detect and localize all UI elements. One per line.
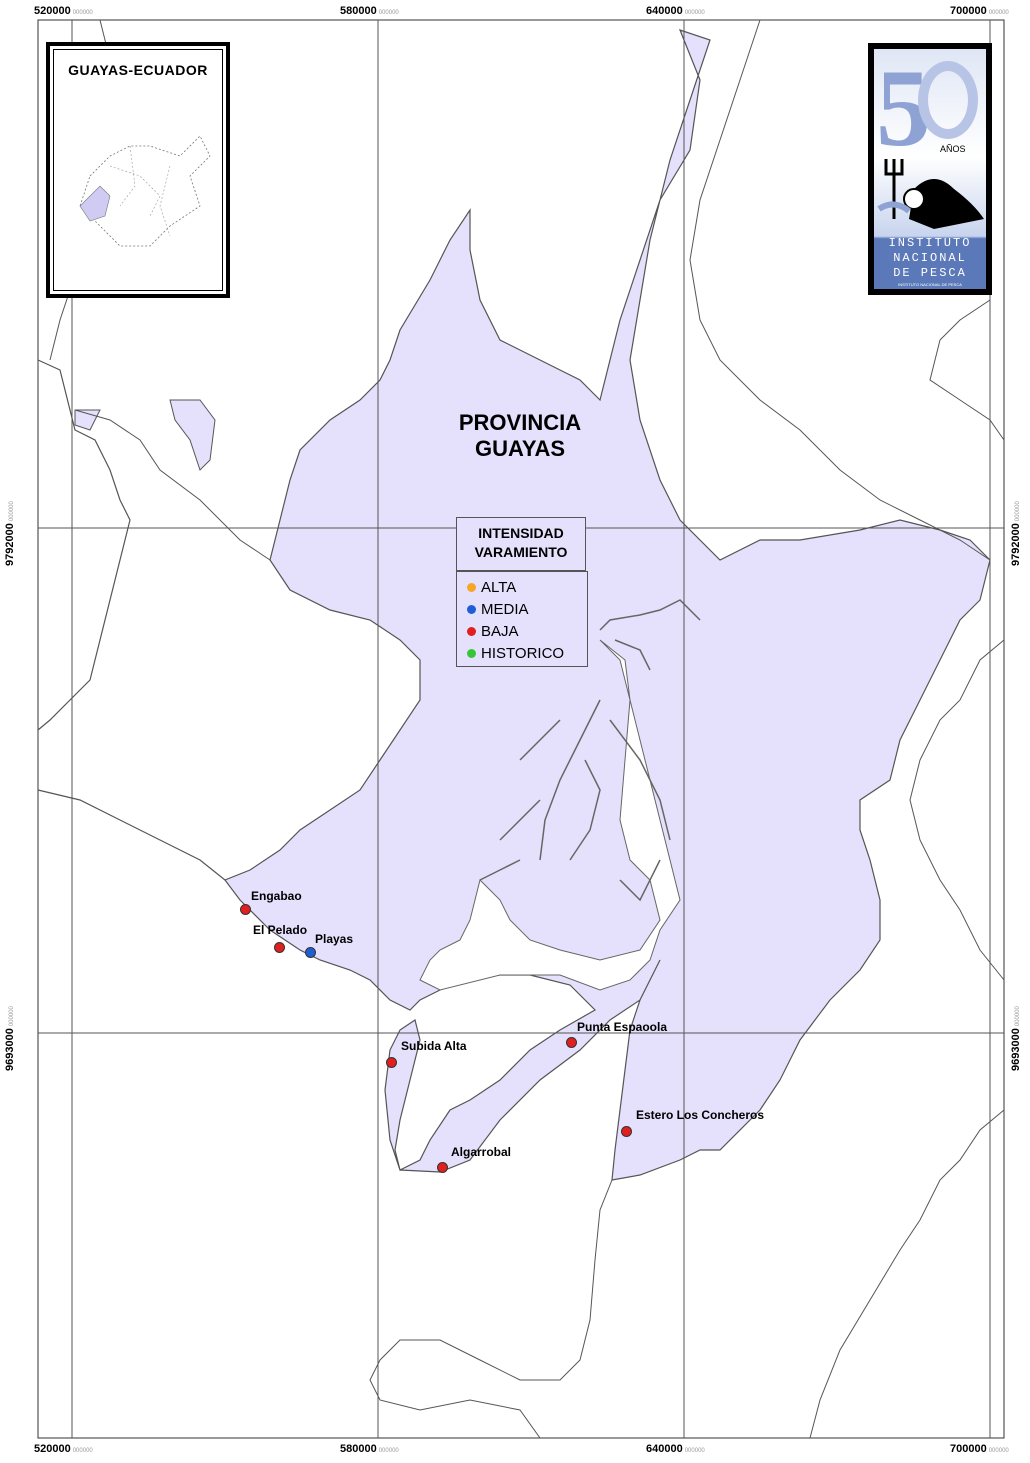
logo-line1: INSTITUTO: [888, 236, 972, 250]
institute-logo: 5 AÑOS INSTITUTO NACIONAL DE PESCA INSTI…: [868, 43, 992, 295]
legend-label-baja: BAJA: [481, 622, 519, 640]
coord-y-right-2: 9693000000000: [1010, 1006, 1022, 1071]
legend-label-media: MEDIA: [481, 600, 529, 618]
legend-dot-media: [467, 604, 476, 614]
site-label-subida-alta: Subida Alta: [401, 1039, 467, 1053]
logo-anos: AÑOS: [940, 144, 966, 154]
site-label-playas: Playas: [315, 932, 354, 946]
inset-map-shape: [79, 135, 211, 247]
site-marker-estero-los-concheros[interactable]: [621, 1126, 632, 1137]
legend-dot-historico: [467, 648, 476, 658]
map-title-line1: PROVINCIA: [458, 410, 582, 435]
site-marker-el-pelado[interactable]: [274, 942, 285, 953]
province-guayas-shape: [224, 29, 991, 1181]
inset-locator-map: GUAYAS-ECUADOR: [46, 42, 230, 298]
coord-y-right-1: 9792000000000: [1010, 501, 1022, 566]
legend-title: INTENSIDAD VARAMIENTO: [456, 517, 586, 571]
river-guayas: [599, 599, 701, 671]
legend-item-alta: ALTA: [467, 576, 587, 598]
site-label-algarrobal: Algarrobal: [451, 1145, 512, 1159]
site-label-el-pelado: El Pelado: [253, 923, 308, 937]
logo-zero-ring: [918, 61, 978, 139]
logo-caption: INSTITUTO NACIONAL DE PESCA: [898, 282, 962, 287]
estuary-channel: [419, 639, 681, 991]
map-title-line2: GUAYAS: [474, 436, 566, 461]
boundary-line-north-east: [689, 19, 991, 561]
inset-title: GUAYAS-ECUADOR: [68, 62, 208, 78]
site-label-engabao: Engabao: [251, 889, 302, 903]
map-title: PROVINCIA GUAYAS: [440, 410, 600, 462]
legend-label-historico: HISTORICO: [481, 644, 565, 662]
site-marker-subida-alta[interactable]: [386, 1057, 397, 1068]
logo-inner: 5 AÑOS INSTITUTO NACIONAL DE PESCA INSTI…: [874, 49, 986, 289]
legend-item-baja: BAJA: [467, 620, 587, 642]
coord-y-left-2: 9693000000000: [4, 1006, 16, 1071]
legend-label-alta: ALTA: [481, 578, 517, 596]
logo-line3: DE PESCA: [893, 266, 967, 280]
legend-item-media: MEDIA: [467, 598, 587, 620]
legend-item-historico: HISTORICO: [467, 642, 587, 664]
site-label-punta-espaoola: Punta Espaoola: [577, 1020, 668, 1034]
site-marker-playas[interactable]: [305, 947, 316, 958]
estuary-channel-branch: [479, 699, 671, 902]
boundary-line-south: [369, 1179, 613, 1439]
legend: ALTA MEDIA BAJA HISTORICO: [456, 571, 588, 667]
neptune-figure-icon: [877, 159, 984, 229]
site-label-estero-los-concheros: Estero Los Concheros: [636, 1108, 765, 1122]
site-marker-algarrobal[interactable]: [437, 1162, 448, 1173]
legend-dot-baja: [467, 626, 476, 636]
legend-dot-alta: [467, 582, 476, 592]
site-marker-engabao[interactable]: [240, 904, 251, 915]
logo-line2: NACIONAL: [893, 251, 967, 265]
province-patch-north: [169, 399, 216, 471]
legend-title-line1: INTENSIDAD: [478, 525, 564, 541]
coord-y-left-1: 9792000000000: [4, 501, 16, 566]
site-marker-punta-espaoola[interactable]: [566, 1037, 577, 1048]
legend-title-line2: VARAMIENTO: [474, 544, 568, 560]
